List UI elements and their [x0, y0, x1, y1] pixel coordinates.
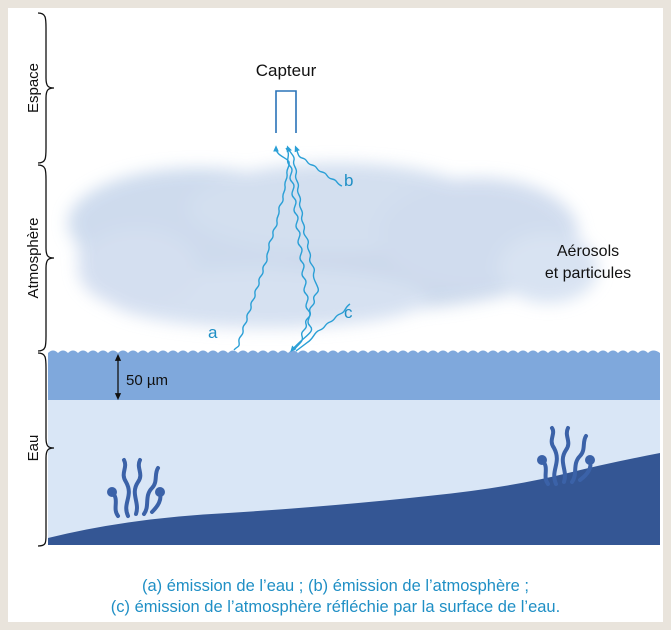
ray-label-c: c — [344, 303, 353, 322]
thickness-label: 50 µm — [126, 372, 168, 389]
ray-c-up — [286, 145, 320, 351]
ray-a — [233, 145, 290, 351]
ray-b — [294, 145, 343, 187]
ray-label-a: a — [208, 323, 218, 342]
layer-label-atmosphere: Atmosphère — [25, 218, 42, 299]
seaweed-left — [107, 458, 165, 518]
layer-label-space: Espace — [25, 63, 42, 113]
ray-c-down — [285, 147, 313, 353]
brace-atmosphere — [37, 164, 55, 352]
brace-space — [37, 12, 55, 164]
aerosols-label-line2: et particules — [545, 265, 631, 282]
caption-line-2: (c) émission de l’atmosphère réfléchie p… — [110, 598, 561, 616]
remote-sensing-diagram: Espace Atmosphère Eau 50 µm Capteur a b … — [25, 12, 660, 547]
aerosols-label-line1: Aérosols — [557, 243, 619, 260]
brace-water — [37, 352, 55, 547]
ray-c-incoming — [295, 303, 351, 352]
sensor-label: Capteur — [256, 61, 317, 80]
seabed — [48, 453, 660, 545]
aerosol-cloud — [68, 163, 598, 328]
diagram-frame: Espace Atmosphère Eau 50 µm Capteur a b … — [8, 8, 663, 622]
layer-braces — [37, 12, 55, 547]
surface-layer — [48, 350, 660, 400]
caption-line-1: (a) émission de l’eau ; (b) émission de … — [141, 577, 529, 595]
layer-label-water: Eau — [25, 435, 42, 462]
sensor-icon — [275, 90, 297, 133]
seaweed-right — [537, 426, 595, 486]
ray-label-b: b — [344, 171, 353, 190]
